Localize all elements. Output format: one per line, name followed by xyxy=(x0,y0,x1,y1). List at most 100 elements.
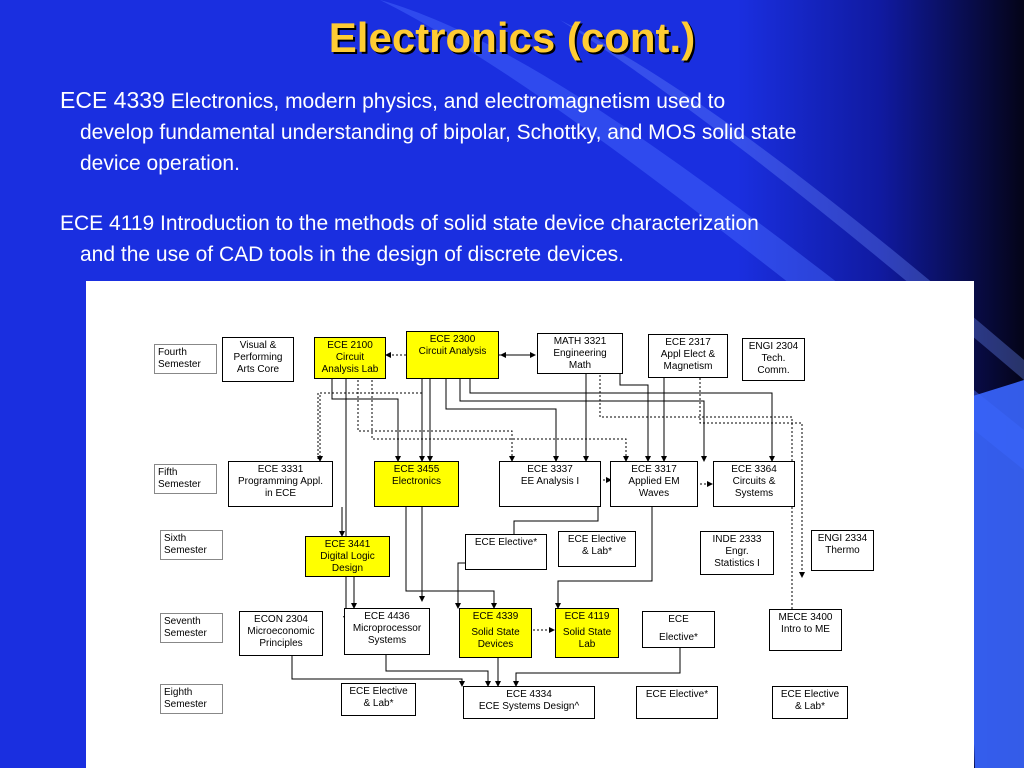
course-line: ECE Systems Design^ xyxy=(478,701,580,712)
course-line: Circuit Analysis xyxy=(418,346,487,357)
semester-fifth-l1: Fifth xyxy=(158,467,178,478)
course-line: ECE Elective xyxy=(780,689,840,700)
course-ece3317: ECE 3317 Applied EM Waves xyxy=(610,461,698,507)
course-elective-6b: ECE Elective & Lab* xyxy=(558,531,636,567)
course-line: Electronics xyxy=(392,476,441,487)
course-line: Applied EM xyxy=(628,476,680,487)
course-line: Engineering xyxy=(553,348,607,359)
course-line: ECE xyxy=(668,614,689,625)
semester-sixth-l2: Semester xyxy=(164,545,207,556)
course-line: ECE 3317 xyxy=(631,464,677,475)
course-ece3337: ECE 3337 EE Analysis I xyxy=(499,461,601,507)
paragraph-ece4339: ECE 4339 Electronics, modern physics, an… xyxy=(60,85,980,179)
semester-fourth: Fourth Semester xyxy=(154,344,217,374)
course-econ2304: ECON 2304 Microeconomic Principles xyxy=(239,611,323,656)
course-line: Engr. xyxy=(725,546,749,557)
semester-seventh-l1: Seventh xyxy=(164,616,201,627)
course-line: Tech. xyxy=(761,353,786,364)
slide-title: Electronics (cont.) xyxy=(328,14,696,61)
semester-eighth-l1: Eighth xyxy=(164,687,193,698)
course-line: Intro to ME xyxy=(781,624,830,635)
course-ece3441: ECE 3441 Digital Logic Design xyxy=(305,536,390,577)
course-inde2333: INDE 2333 Engr. Statistics I xyxy=(700,531,774,575)
course-ece3331: ECE 3331 Programming Appl. in ECE xyxy=(228,461,333,507)
course-line: ECE 3441 xyxy=(324,539,371,550)
course-line: Circuit xyxy=(335,352,365,363)
course-line: Performing xyxy=(233,352,283,363)
course-line: Statistics I xyxy=(714,558,760,569)
semester-fourth-l1: Fourth xyxy=(158,347,187,358)
course-elective-8a: ECE Elective & Lab* xyxy=(341,683,416,716)
course-ece4334: ECE 4334 ECE Systems Design^ xyxy=(463,686,595,719)
course-line: MATH 3321 xyxy=(553,336,607,347)
course-line: ECE 2317 xyxy=(665,337,711,348)
course-line: ENGI 2334 xyxy=(817,533,868,544)
semester-fourth-l2: Semester xyxy=(158,359,201,370)
course-line: Lab xyxy=(578,639,596,650)
course-line: & Lab* xyxy=(363,698,394,709)
semester-seventh-l2: Semester xyxy=(164,628,207,639)
course-line: Principles xyxy=(259,638,303,649)
course-line: ECE 4119 xyxy=(564,611,610,622)
para1-line3: device operation. xyxy=(80,152,240,175)
course-line: Elective* xyxy=(659,632,698,643)
course-line: Visual & xyxy=(239,340,277,351)
course-engi2334: ENGI 2334 Thermo xyxy=(811,530,874,571)
semester-eighth-l2: Semester xyxy=(164,699,207,710)
course-line: Programming Appl. xyxy=(237,476,324,487)
course-ece2317: ECE 2317 Appl Elect & Magnetism xyxy=(648,334,728,378)
course-line: & Lab* xyxy=(794,701,826,712)
course-line: INDE 2333 xyxy=(712,534,762,545)
course-line: ECE 4436 xyxy=(364,611,410,622)
course-line: ECE 4334 xyxy=(506,689,552,700)
course-line: Analysis Lab xyxy=(321,364,379,375)
course-line: ECE 3337 xyxy=(527,464,573,475)
course-ece2100: ECE 2100 Circuit Analysis Lab xyxy=(314,337,386,379)
course-ece3455: ECE 3455 Electronics xyxy=(374,461,459,507)
course-line: Thermo xyxy=(825,545,860,556)
course-code: ECE 4339 xyxy=(60,87,165,113)
course-line: Solid State xyxy=(471,627,520,638)
course-mece3400: MECE 3400 Intro to ME xyxy=(769,609,842,651)
para1-line2: develop fundamental understanding of bip… xyxy=(80,121,797,144)
paragraph-ece4119: ECE 4119 Introduction to the methods of … xyxy=(60,208,980,270)
para2-line1: ECE 4119 Introduction to the methods of … xyxy=(60,212,759,235)
course-line: in ECE xyxy=(264,488,297,499)
course-line: EE Analysis I xyxy=(520,476,580,487)
course-line: ECE 3455 xyxy=(393,464,440,475)
semester-fifth: Fifth Semester xyxy=(154,464,217,494)
course-elective-7: ECE Elective* xyxy=(642,611,715,648)
course-ece4119: ECE 4119 Solid State Lab xyxy=(555,608,619,658)
course-line: Appl Elect & xyxy=(660,349,716,360)
course-line: ENGI 2304 xyxy=(748,341,799,352)
course-line: Digital Logic xyxy=(320,551,375,562)
course-ece2300: ECE 2300 Circuit Analysis xyxy=(406,331,499,379)
semester-fifth-l2: Semester xyxy=(158,479,201,490)
course-line: Microeconomic xyxy=(247,626,315,637)
course-line: ECE 3364 xyxy=(731,464,777,475)
para2-line2: and the use of CAD tools in the design o… xyxy=(80,243,624,266)
course-line: Design xyxy=(331,563,364,574)
course-line: ECE 2300 xyxy=(429,334,476,345)
course-line: ECE Elective xyxy=(349,686,408,697)
flowchart-connectors xyxy=(291,352,805,687)
curriculum-flowchart: Fourth Semester Fifth Semester Sixth Sem… xyxy=(86,281,974,768)
course-line: & Lab* xyxy=(581,546,613,557)
course-line: Systems xyxy=(367,635,407,646)
course-line: ECE Elective* xyxy=(645,689,709,700)
course-line: ECE Elective* xyxy=(474,537,538,548)
course-line: Math xyxy=(568,360,592,371)
course-line: Devices xyxy=(477,639,514,650)
course-line: ECE 3331 xyxy=(257,464,304,475)
course-line: Magnetism xyxy=(663,361,713,372)
course-elective-8c: ECE Elective & Lab* xyxy=(772,686,848,719)
course-elective-6a: ECE Elective* xyxy=(465,534,547,570)
course-line: Waves xyxy=(638,488,670,499)
course-elective-8b: ECE Elective* xyxy=(636,686,718,719)
course-ece4436: ECE 4436 Microprocessor Systems xyxy=(344,608,430,655)
course-line: Arts Core xyxy=(236,364,280,375)
para1-line1: Electronics, modern physics, and electro… xyxy=(164,90,726,113)
course-line: Circuits & xyxy=(732,476,776,487)
course-line: MECE 3400 xyxy=(778,612,833,623)
course-ece4339: ECE 4339 Solid State Devices xyxy=(459,608,532,658)
